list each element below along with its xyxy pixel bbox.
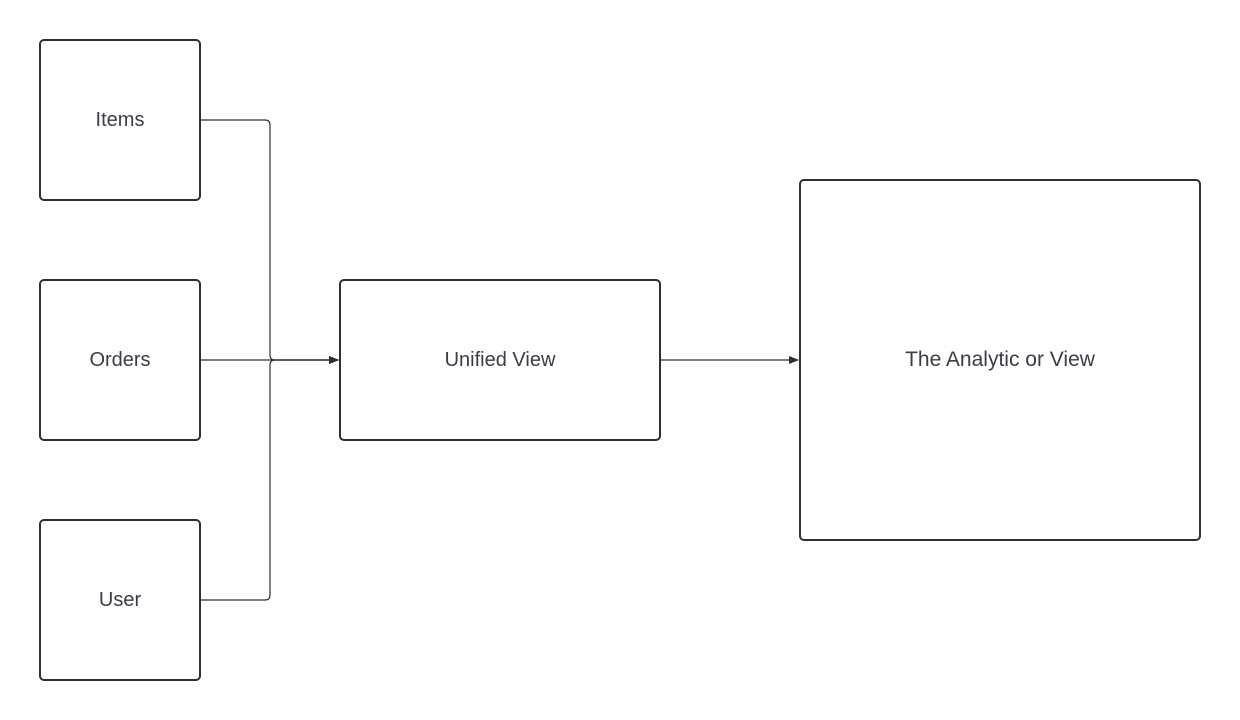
node-unified-view-label: Unified View: [444, 348, 556, 371]
node-orders-label: Orders: [89, 348, 151, 371]
node-items-label: Items: [95, 108, 145, 131]
node-items[interactable]: Items: [39, 39, 201, 201]
node-user[interactable]: User: [39, 519, 201, 681]
node-unified-view[interactable]: Unified View: [339, 279, 661, 441]
edge-user-to-unified-view: [201, 356, 339, 601]
node-orders[interactable]: Orders: [39, 279, 201, 441]
node-analytic-label: The Analytic or View: [905, 348, 1095, 371]
edge-items-to-unified-view: [201, 119, 339, 364]
node-analytic-or-view[interactable]: The Analytic or View: [799, 179, 1201, 541]
node-user-label: User: [98, 588, 142, 611]
